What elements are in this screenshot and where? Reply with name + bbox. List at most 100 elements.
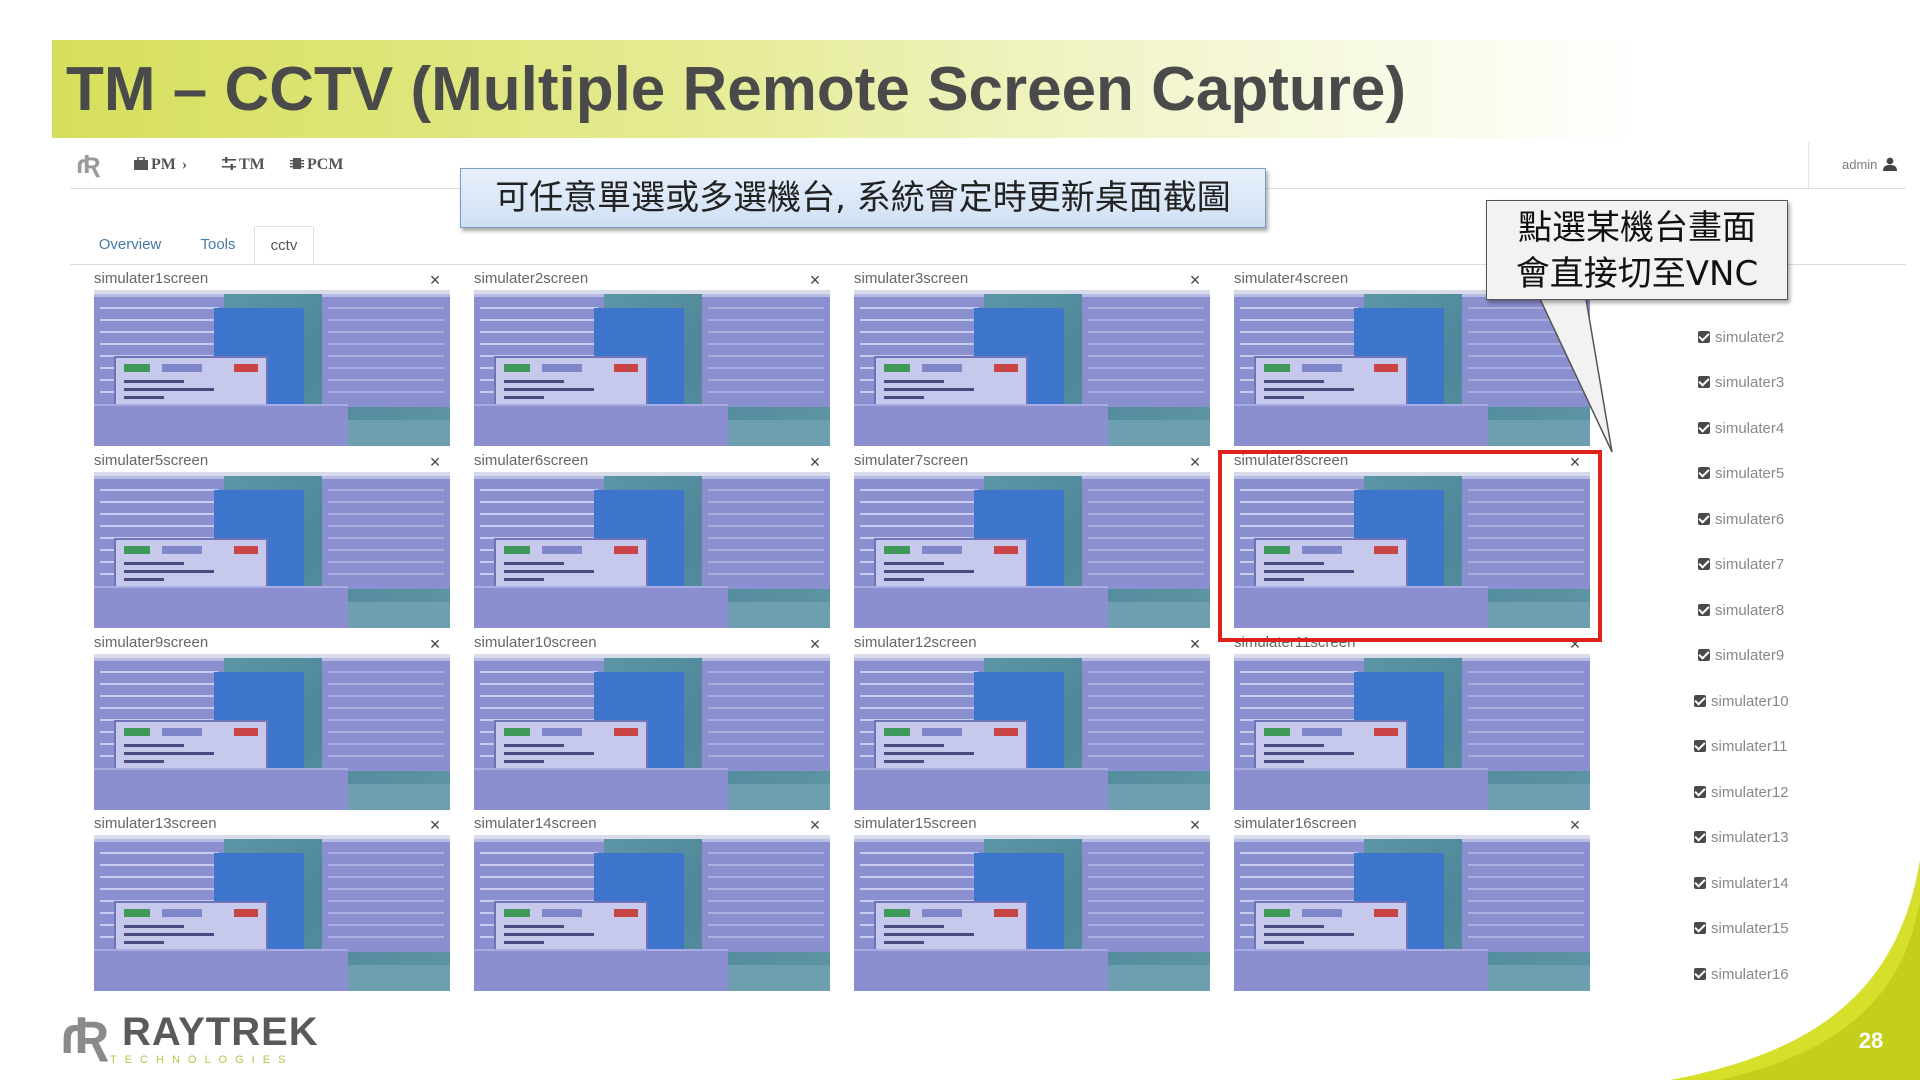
machine-checkbox-item[interactable]: simulater14: [1694, 872, 1894, 896]
machine-checkbox-item[interactable]: simulater7: [1698, 553, 1898, 577]
screen-tile[interactable]: simulater2screen×: [450, 270, 830, 450]
screen-tile[interactable]: simulater11screen×: [1210, 634, 1590, 814]
checkbox-checked-icon[interactable]: [1698, 330, 1710, 343]
machine-checkbox-item[interactable]: simulater2: [1698, 326, 1898, 350]
screen-thumbnail[interactable]: [1234, 654, 1590, 810]
checkbox-checked-icon[interactable]: [1698, 558, 1710, 570]
close-icon[interactable]: ×: [1569, 634, 1581, 654]
screen-tile[interactable]: simulater6screen×: [450, 452, 830, 632]
screen-thumbnail[interactable]: [94, 654, 450, 810]
screen-thumbnail[interactable]: [474, 472, 830, 628]
machine-checkbox-item[interactable]: simulater4: [1698, 417, 1898, 441]
checkbox-checked-icon[interactable]: [1698, 376, 1710, 388]
checkbox-checked-icon[interactable]: [1694, 876, 1706, 889]
screen-thumbnail[interactable]: [1234, 835, 1590, 991]
checkbox-checked-icon[interactable]: [1698, 467, 1710, 479]
close-icon[interactable]: ×: [1189, 452, 1201, 472]
close-icon[interactable]: ×: [809, 452, 821, 472]
screen-thumbnail[interactable]: [1234, 290, 1590, 446]
tab-tools[interactable]: Tools: [200, 236, 236, 253]
machine-checkbox-item[interactable]: simulater15: [1694, 917, 1894, 941]
screen-thumbnail[interactable]: [854, 290, 1210, 446]
machine-checkbox-item[interactable]: simulater8: [1698, 599, 1898, 623]
thumbnail-detail: [480, 501, 598, 503]
checkbox-checked-icon[interactable]: [1698, 649, 1710, 661]
screen-thumbnail[interactable]: [1234, 472, 1590, 628]
thumbnail-detail: [480, 707, 598, 709]
screen-tile[interactable]: simulater4screen×: [1210, 270, 1590, 450]
checkbox-checked-icon[interactable]: [1694, 831, 1706, 843]
machine-checkbox-item[interactable]: simulater12: [1694, 781, 1894, 805]
checkbox-checked-icon[interactable]: [1698, 603, 1710, 616]
checkbox-checked-icon[interactable]: [1694, 922, 1706, 934]
checkbox-checked-icon[interactable]: [1694, 694, 1706, 707]
checkbox-checked-icon[interactable]: [1698, 512, 1710, 525]
page-number: 28: [1858, 1028, 1884, 1053]
screen-tile[interactable]: simulater16screen×: [1210, 815, 1590, 995]
thumbnail-detail: [504, 546, 530, 554]
machine-checkbox-item[interactable]: simulater10: [1694, 690, 1894, 714]
machine-checkbox-item[interactable]: simulater6: [1698, 508, 1898, 532]
thumbnail-detail: [328, 391, 444, 393]
screen-tile[interactable]: simulater14screen×: [450, 815, 830, 995]
machine-checkbox-item[interactable]: simulater16: [1694, 963, 1894, 987]
screen-tile[interactable]: simulater7screen×: [830, 452, 1210, 632]
screen-tile[interactable]: simulater9screen×: [70, 634, 450, 814]
raytrek-logo: ɾƦ RAYTREK TECHNOLOGIES: [60, 1008, 320, 1070]
screen-tile[interactable]: simulater13screen×: [70, 815, 450, 995]
screen-tile[interactable]: simulater5screen×: [70, 452, 450, 632]
close-icon[interactable]: ×: [1569, 452, 1581, 472]
screen-tile[interactable]: simulater12screen×: [830, 634, 1210, 814]
screen-thumbnail[interactable]: [854, 472, 1210, 628]
tab-cctv[interactable]: cctv: [254, 226, 314, 264]
screen-thumbnail[interactable]: [94, 472, 450, 628]
thumbnail-detail: [708, 743, 824, 745]
screen-tile[interactable]: simulater10screen×: [450, 634, 830, 814]
screen-thumbnail[interactable]: [474, 290, 830, 446]
thumbnail-detail: [94, 768, 348, 810]
close-icon[interactable]: ×: [1189, 815, 1201, 835]
close-icon[interactable]: ×: [809, 634, 821, 654]
close-icon[interactable]: ×: [1569, 815, 1581, 835]
app-logo[interactable]: ɾƦ: [76, 149, 100, 179]
screen-tile[interactable]: simulater1screen×: [70, 270, 450, 450]
nav-item-tm[interactable]: TM: [222, 152, 265, 178]
thumbnail-detail: [1088, 343, 1204, 345]
thumbnail-detail: [474, 768, 728, 810]
thumbnail-detail: [884, 925, 944, 928]
checkbox-checked-icon[interactable]: [1694, 785, 1706, 798]
close-icon[interactable]: ×: [809, 815, 821, 835]
checkbox-checked-icon[interactable]: [1694, 740, 1706, 752]
close-icon[interactable]: ×: [1189, 634, 1201, 654]
thumbnail-detail: [708, 755, 824, 757]
checkbox-checked-icon[interactable]: [1694, 967, 1706, 980]
close-icon[interactable]: ×: [429, 270, 441, 290]
screen-thumbnail[interactable]: [474, 654, 830, 810]
tab-overview[interactable]: Overview: [98, 236, 162, 253]
screen-thumbnail[interactable]: [94, 835, 450, 991]
machine-checkbox-item[interactable]: simulater11: [1694, 735, 1894, 759]
close-icon[interactable]: ×: [809, 270, 821, 290]
checkbox-checked-icon[interactable]: [1698, 421, 1710, 434]
screen-tile[interactable]: simulater3screen×: [830, 270, 1210, 450]
screen-thumbnail[interactable]: [854, 835, 1210, 991]
thumbnail-detail: [1468, 936, 1584, 938]
thumbnail-detail: [728, 420, 830, 446]
screen-thumbnail[interactable]: [474, 835, 830, 991]
nav-item-pcm[interactable]: PCM: [290, 152, 343, 178]
close-icon[interactable]: ×: [429, 452, 441, 472]
screen-tile[interactable]: simulater8screen×: [1210, 452, 1590, 632]
close-icon[interactable]: ×: [429, 634, 441, 654]
machine-checkbox-item[interactable]: simulater9: [1698, 644, 1898, 668]
screen-tile[interactable]: simulater15screen×: [830, 815, 1210, 995]
user-menu[interactable]: admin: [1842, 152, 1898, 178]
close-icon[interactable]: ×: [1189, 270, 1201, 290]
machine-checkbox-item[interactable]: simulater13: [1694, 826, 1894, 850]
machine-checkbox-item[interactable]: simulater3: [1698, 371, 1898, 395]
screen-thumbnail[interactable]: [854, 654, 1210, 810]
nav-item-pm[interactable]: PM›: [134, 152, 187, 178]
thumbnail-detail: [860, 501, 978, 503]
machine-checkbox-item[interactable]: simulater5: [1698, 462, 1898, 486]
screen-thumbnail[interactable]: [94, 290, 450, 446]
close-icon[interactable]: ×: [429, 815, 441, 835]
